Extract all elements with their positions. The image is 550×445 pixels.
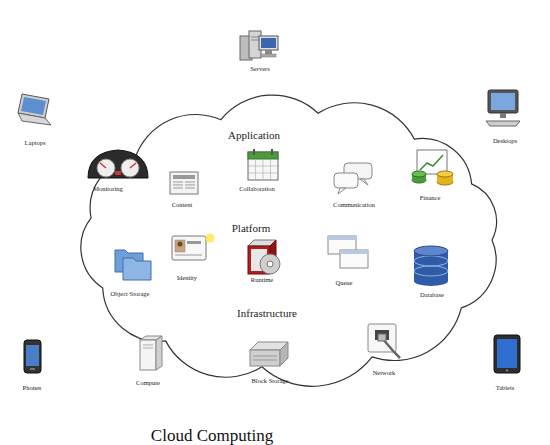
- layer-heading: Infrastructure: [237, 307, 297, 319]
- layer-heading: Platform: [232, 222, 271, 234]
- desktop-icon: [486, 90, 520, 126]
- icon-label: Laptops: [25, 139, 46, 146]
- icon-label: Monitoring: [93, 185, 123, 192]
- cloud-outline-path: [81, 95, 497, 386]
- icon-label: Content: [172, 201, 193, 208]
- icon-label: Queue: [336, 279, 353, 286]
- laptop-icon: [18, 94, 51, 125]
- phone-icon: [24, 340, 41, 373]
- icon-label: Finance: [420, 194, 441, 201]
- icon-label: Phones: [23, 384, 42, 391]
- icon-label: Collaboration: [239, 185, 275, 192]
- icon-label: Object Storage: [111, 290, 150, 297]
- icon-label: Compute: [136, 379, 160, 386]
- icon-label: Identity: [177, 274, 197, 281]
- icon-label: Runtime: [251, 276, 273, 283]
- icon-label: Tablets: [496, 384, 515, 391]
- icon-label: Network: [373, 369, 396, 376]
- icon-label: Servers: [250, 65, 270, 72]
- cloud-outline: [60, 86, 520, 394]
- tablet-icon: [494, 335, 520, 373]
- caption: Cloud Computing: [151, 426, 273, 445]
- servers-icon: [240, 31, 278, 60]
- icon-label: Desktops: [493, 137, 517, 144]
- cloud-shape: ApplicationPlatformInfrastructure: [60, 86, 520, 394]
- icon-label: Communication: [333, 201, 375, 208]
- layer-heading: Application: [228, 129, 280, 141]
- icon-label: Database: [420, 291, 444, 298]
- icon-label: Block Storage: [251, 377, 288, 384]
